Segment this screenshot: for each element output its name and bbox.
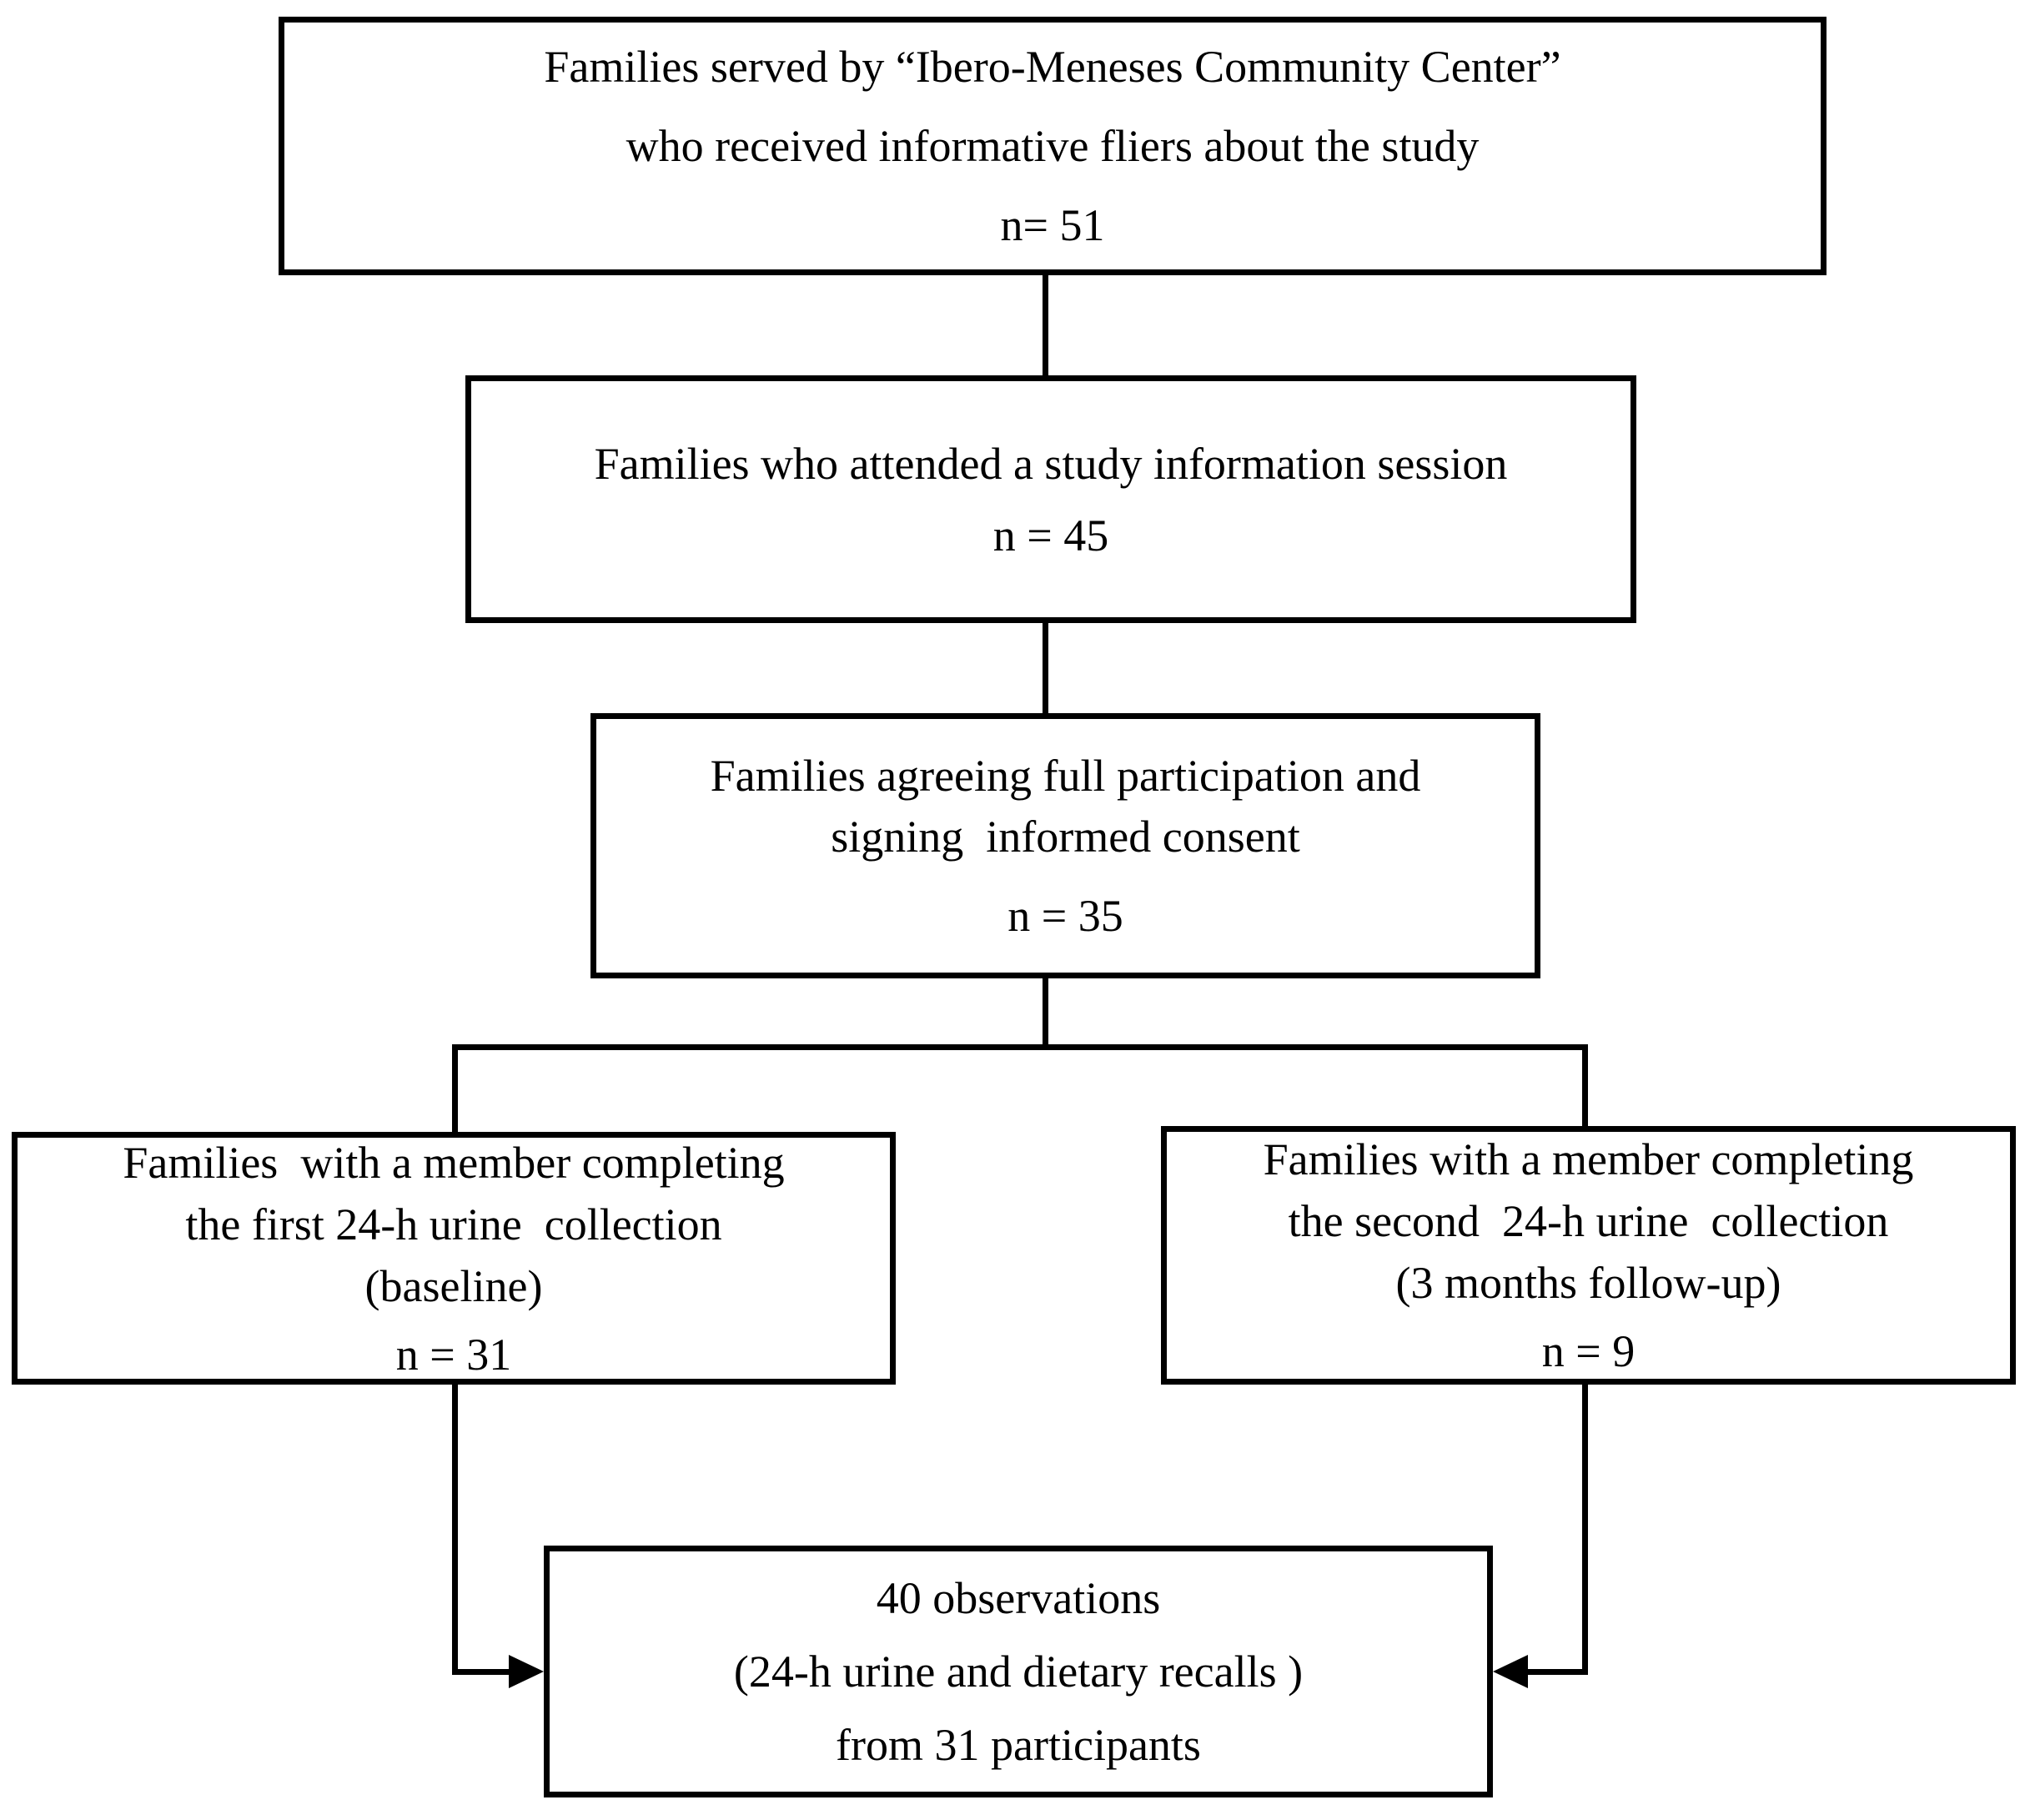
box-first-urine-collection: Families with a member completing the fi… [12,1132,896,1385]
connector-line [1043,623,1048,713]
arrowhead-right-icon [509,1655,544,1688]
sample-size-label: n= 51 [1000,199,1105,250]
connector-line [1582,1385,1588,1675]
connector-line [452,1385,458,1675]
box-text-line: from 31 participants [836,1720,1201,1770]
connector-line [1043,978,1048,1047]
connector-line [1043,275,1048,375]
box-second-urine-collection: Families with a member completing the se… [1161,1126,2016,1385]
branch-connector-line [452,1044,1588,1050]
connector-line [452,1669,519,1675]
box-families-received-fliers: Families served by “Ibero-Meneses Commun… [279,17,1826,275]
connector-line [452,1044,458,1132]
box-text-line: (24-h urine and dietary recalls ) [733,1647,1304,1697]
box-text-line: the first 24-h urine collection [185,1199,722,1249]
sample-size-label: n = 9 [1541,1326,1636,1376]
box-text-line: (baseline) [364,1260,543,1311]
connector-line [1526,1669,1588,1675]
box-text-line: Families who attended a study informatio… [594,438,1508,489]
sample-size-label: n = 35 [1007,890,1123,941]
box-families-attended-session: Families who attended a study informatio… [465,375,1636,623]
box-text-line: signing informed consent [831,811,1300,862]
box-text-line: Families with a member completing [123,1137,785,1188]
box-text-line: Families with a member completing [1263,1134,1914,1184]
sample-size-label: n = 31 [395,1329,512,1380]
box-text-line: who received informative fliers about th… [626,120,1480,171]
arrowhead-left-icon [1493,1655,1528,1688]
box-text-line: the second 24-h urine collection [1288,1196,1889,1246]
box-text-line: Families served by “Ibero-Meneses Commun… [544,41,1561,92]
box-families-signed-consent: Families agreeing full participation and… [590,713,1540,978]
box-total-observations: 40 observations (24-h urine and dietary … [544,1546,1493,1797]
box-text-line: Families agreeing full participation and [710,750,1421,801]
box-text-line: (3 months follow-up) [1395,1258,1781,1308]
box-text-line: 40 observations [876,1573,1161,1623]
sample-size-label: n = 45 [992,510,1109,561]
connector-line [1582,1044,1588,1126]
